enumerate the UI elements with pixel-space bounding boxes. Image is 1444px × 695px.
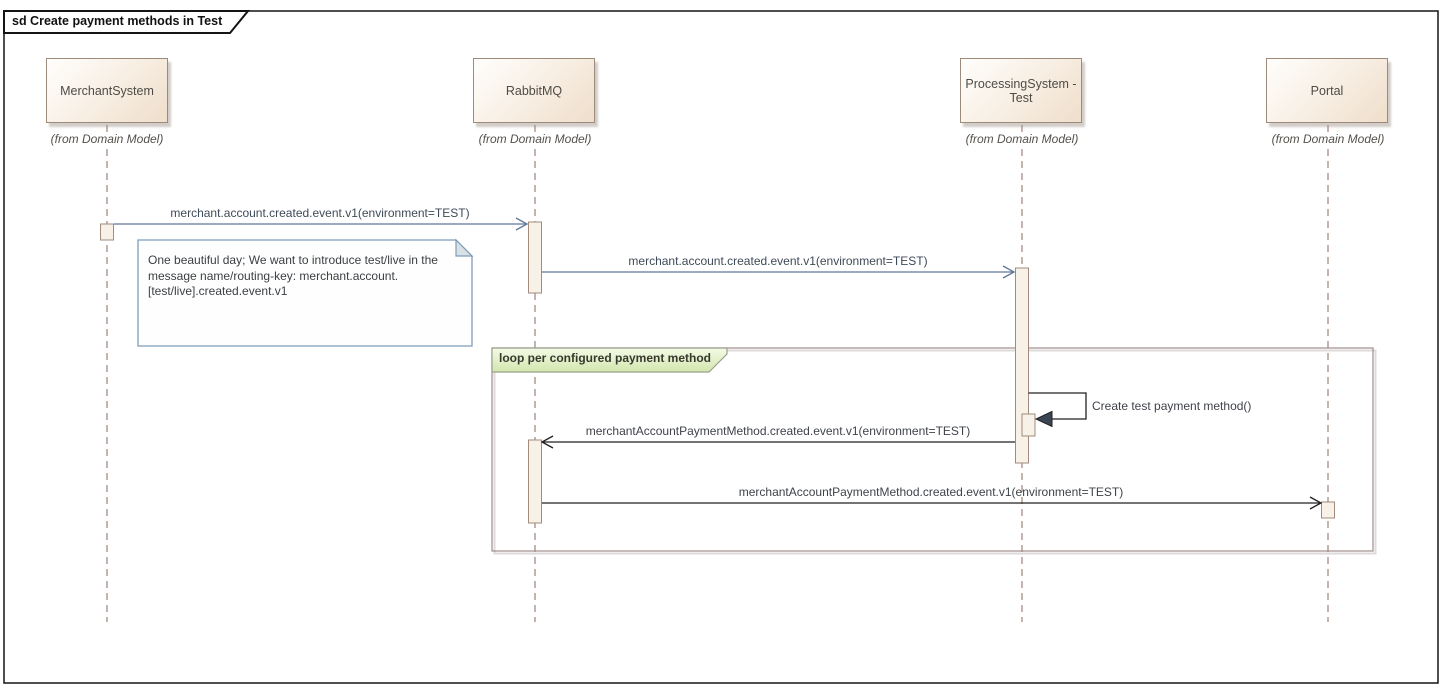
arrowhead-open-right-icon — [1309, 496, 1323, 510]
activation-merchantsystem[interactable] — [100, 223, 114, 241]
activation-rabbitmq-1[interactable] — [528, 221, 542, 294]
loop-fragment-border[interactable] — [491, 347, 1374, 552]
activation-portal[interactable] — [1321, 501, 1335, 519]
from-label-processingsystem: (from Domain Model) — [947, 132, 1097, 146]
arrowhead-filled-left-icon — [1034, 410, 1053, 428]
diagram-frame — [3, 10, 1439, 684]
lifeline-head-portal[interactable]: Portal — [1266, 58, 1388, 123]
note-dogear-icon — [455, 238, 474, 257]
frame-title-pentagon — [3, 10, 251, 34]
message-label-4[interactable]: merchantAccountPaymentMethod.created.eve… — [585, 424, 971, 438]
activation-processingsystem-nested[interactable] — [1021, 413, 1036, 437]
lifeline-name: ProcessingSystem - Test — [965, 76, 1077, 105]
message-line-3-self[interactable] — [1028, 392, 1087, 420]
lifeline-head-merchantsystem[interactable]: MerchantSystem — [46, 58, 168, 123]
lifeline-name: MerchantSystem — [60, 83, 154, 98]
from-label-merchantsystem: (from Domain Model) — [32, 132, 182, 146]
message-label-5[interactable]: merchantAccountPaymentMethod.created.eve… — [738, 485, 1124, 499]
message-label-1[interactable]: merchant.account.created.event.v1(enviro… — [170, 206, 470, 220]
arrowhead-open-right-icon — [515, 217, 529, 231]
lifeline-head-processingsystem-test[interactable]: ProcessingSystem - Test — [960, 58, 1082, 123]
lifeline-name: Portal — [1310, 83, 1344, 98]
message-label-2[interactable]: merchant.account.created.event.v1(enviro… — [628, 254, 928, 268]
loop-operator-label[interactable]: loop per configured payment method — [499, 351, 712, 365]
arrowhead-open-left-icon — [540, 435, 554, 449]
note-text: One beautiful day; We want to introduce … — [148, 253, 438, 298]
from-label-portal: (from Domain Model) — [1253, 132, 1403, 146]
lifeline-name: RabbitMQ — [505, 83, 563, 98]
activation-rabbitmq-2[interactable] — [528, 439, 542, 524]
loop-operator-pentagon — [491, 347, 728, 373]
frame-title: sd Create payment methods in Test — [12, 14, 223, 28]
lifeline-head-rabbitmq[interactable]: RabbitMQ — [473, 58, 595, 123]
from-label-rabbitmq: (from Domain Model) — [460, 132, 610, 146]
arrowhead-open-right-icon — [1002, 265, 1016, 279]
message-label-3[interactable]: Create test payment method() — [1092, 399, 1252, 413]
loop-fragment-shadow — [493, 349, 1377, 555]
note-box[interactable] — [137, 239, 473, 347]
